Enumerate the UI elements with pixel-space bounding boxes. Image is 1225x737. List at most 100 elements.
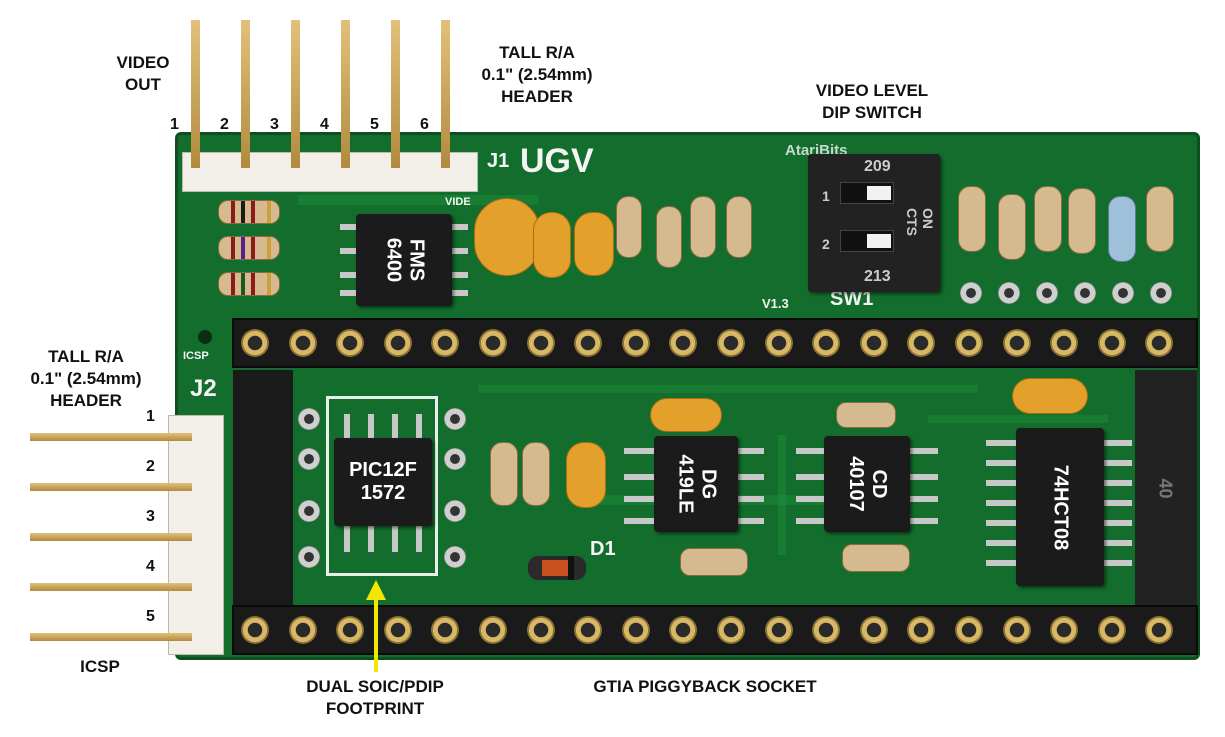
fms6400-chip: FMS 6400 [356,214,452,306]
capacitor [533,212,571,278]
diode [528,556,586,580]
capacitor [474,198,540,276]
resistor [218,272,280,296]
left-pin-number: 5 [146,608,155,625]
top-pin-number: 6 [420,116,429,133]
dip-switch[interactable]: 209 213 ON CTS 1 2 [808,154,940,292]
socket-number: 40 [1155,478,1176,499]
left-pin-number: 4 [146,558,155,575]
top-pin-number: 5 [370,116,379,133]
left-header-pin-5 [30,633,192,641]
chip-label: PIC12F [349,459,417,481]
left-pin-number: 2 [146,458,155,475]
pic12f1572-chip: PIC12F 1572 [334,438,432,526]
chip-label: FMS [405,238,427,282]
socket-hole [907,616,936,644]
cd40107-chip: CD 40107 [824,436,910,532]
socket-hole [859,616,888,644]
arrow-shaft [374,596,378,672]
chip-leg [986,500,1018,506]
silk-video: VIDE [445,196,471,208]
top-header-pin-2 [241,20,250,168]
resistor [998,194,1026,260]
chip-leg [986,520,1018,526]
resistor [218,200,280,224]
left-header-label: TALL R/A 0.1" (2.54mm) HEADER [30,347,142,410]
socket-hole [812,616,841,644]
resistor [726,196,752,258]
socket-hole [621,329,650,357]
dip-pos2: 2 [822,236,830,252]
top-header-pin-5 [391,20,400,168]
resistor [218,236,280,260]
resistor [522,442,550,506]
dg419le-chip: DG 419LE [654,436,738,532]
silk-d1: D1 [590,538,616,560]
socket-hole [574,329,603,357]
socket-hole [431,616,460,644]
socket-hole [717,329,745,357]
socket-hole [526,329,555,357]
chip-leg [1100,480,1132,486]
socket-hole [1097,329,1126,357]
dip-pos1: 1 [822,188,830,204]
socket-hole [1145,616,1174,644]
chip-leg [1100,560,1132,566]
dip-switch-label: VIDEO LEVEL DIP SWITCH [815,81,929,122]
dip-top-code: 209 [864,158,891,175]
resistor [1108,196,1136,262]
socket-hole [431,329,460,357]
dip-side-label: ON CTS [904,208,936,236]
chip-leg [986,460,1018,466]
chip-label: 419LE [674,454,696,514]
socket-hole [383,329,412,357]
resistor [842,544,910,572]
dip-toggle-2[interactable] [840,230,894,252]
arrow-head [366,580,386,600]
socket-hole [764,329,793,357]
socket-hole [288,329,317,357]
socket-hole [479,329,507,357]
socket-hole [717,616,745,644]
icsp-label: ICSP [80,657,120,676]
resistor [958,186,986,252]
chip-label: 74HCT08 [1049,464,1072,550]
socket-hole [241,616,269,644]
resistor [680,548,748,576]
chip-label: 6400 [382,237,404,283]
socket-hole [859,329,888,357]
dual-footprint-outline [326,396,438,576]
socket-hole [1002,616,1031,644]
chip-leg [986,480,1018,486]
video-out-label: VIDEO OUT [116,53,170,94]
resistor [836,402,896,428]
socket-hole [955,329,983,357]
socket-hole [907,329,936,357]
top-header-pin-1 [191,20,200,168]
silk-j2: J2 [190,375,217,402]
left-header-pin-2 [30,483,192,491]
socket-left-frame [233,370,293,610]
chip-label: CD [868,469,890,499]
socket-hole [1050,616,1079,644]
socket-hole [479,616,507,644]
socket-hole [336,616,365,644]
footprint-label: DUAL SOIC/PDIP FOOTPRINT [306,677,444,718]
resistor [616,196,642,258]
chip-leg [986,440,1018,446]
socket-label: GTIA PIGGYBACK SOCKET [593,677,817,696]
left-pin-number: 1 [146,408,155,425]
chip-leg [1100,440,1132,446]
top-pin-number: 4 [320,116,329,133]
socket-hole [336,329,365,357]
chip-leg [986,560,1018,566]
top-pin-number: 1 [170,116,179,133]
chip-label: 40107 [845,456,867,512]
socket-hole [288,616,317,644]
dip-toggle-1[interactable] [840,182,894,204]
socket-hole [383,616,412,644]
socket-hole [764,616,793,644]
resistor [1068,188,1096,254]
socket-hole [1145,329,1174,357]
top-header-pin-4 [341,20,350,168]
